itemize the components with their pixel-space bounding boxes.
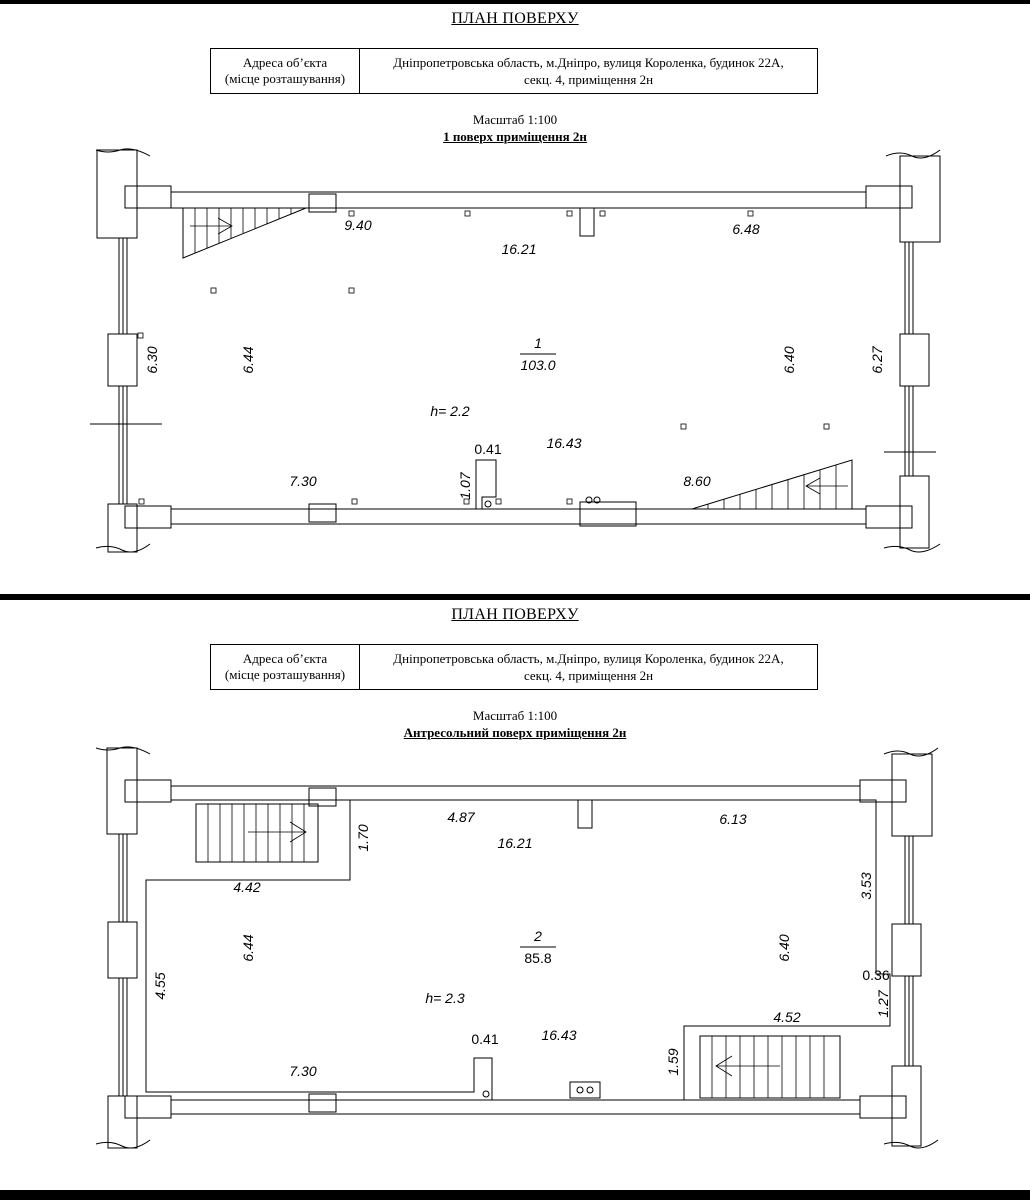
room-area: 103.0: [520, 357, 555, 373]
dim-right-inner: 6.40: [776, 934, 792, 961]
dim-bottom-total: 16.43: [546, 435, 581, 451]
address-value-line-2: секц. 4, приміщення 2н: [523, 72, 654, 87]
left-pier: [107, 921, 138, 979]
dim-right-outer: 6.27: [869, 345, 885, 373]
left-wall-upper: [106, 747, 138, 835]
break-line: [95, 1139, 151, 1149]
dim-top-right: 6.48: [732, 221, 759, 237]
address-label-line-2: (місце розташування): [224, 667, 346, 682]
dim-top-total: 16.21: [501, 241, 536, 257]
right-wall-upper: [891, 753, 933, 837]
column-top-right: [865, 185, 913, 209]
right-pier: [891, 923, 922, 977]
dim-right-lower: 1.27: [875, 989, 891, 1017]
left-pier: [107, 333, 138, 387]
room-number: 2: [533, 928, 542, 944]
wall-stub: [579, 207, 595, 237]
room-height: h= 2.2: [430, 403, 470, 419]
column-bottom-center: [569, 1081, 601, 1099]
room-area: 85.8: [524, 950, 551, 966]
column-top-mid: [308, 193, 337, 213]
dim-left-outer: 4.55: [152, 972, 168, 999]
sheet-title: ПЛАН ПОВЕРХУ: [451, 10, 579, 27]
dim-niche-height: 1.07: [457, 471, 473, 499]
stair-right: [699, 1035, 841, 1099]
floor-plan-drawing: 1 103.0 h= 2.2 9.40 16.21 6.48 6.30 6.44…: [90, 148, 941, 553]
dim-bottom-left: 7.30: [289, 473, 316, 489]
right-wall-lower: [899, 475, 930, 549]
address-value-line-1: Дніпропетровська область, м.Дніпро, вули…: [393, 651, 784, 666]
dim-left-outer: 6.30: [144, 346, 160, 373]
mezzanine-edge: [145, 799, 493, 1100]
break-line: [883, 543, 941, 553]
sheet-title: ПЛАН ПОВЕРХУ: [451, 606, 579, 623]
address-label: Адреса об’єкта (місце розташування): [211, 645, 360, 689]
address-label-line-1: Адреса об’єкта: [242, 651, 328, 666]
dim-niche-width: 0.41: [471, 1031, 498, 1047]
mezzanine-edge-right: [683, 799, 891, 1100]
wall-stub: [577, 799, 593, 829]
right-pier: [899, 333, 930, 387]
dim-bottom-right: 8.60: [683, 473, 710, 489]
dim-bottom-total: 16.43: [541, 1027, 576, 1043]
dim-top-left: 9.40: [344, 217, 371, 233]
address-table: Адреса об’єкта (місце розташування) Дніп…: [210, 48, 818, 94]
right-wall-lower: [891, 1065, 922, 1147]
dim-right-step: 0.36: [862, 967, 889, 983]
address-label-line-2: (місце розташування): [224, 71, 346, 86]
column-bottom-mid: [308, 1093, 337, 1113]
dim-stair2-height: 1.59: [665, 1048, 681, 1075]
floor-plan-drawing: 2 85.8 h= 2.3 4.87 16.21 6.13 1.70 4.42 …: [95, 746, 939, 1149]
floor-name: 1 поверх приміщення 2н: [443, 129, 587, 144]
dim-left-inner: 6.44: [240, 934, 256, 961]
scale-label: Масштаб 1:100: [472, 708, 558, 723]
left-wall-upper: [96, 149, 138, 239]
niche: [475, 459, 497, 509]
break-line: [885, 149, 941, 159]
dim-bottom-left: 7.30: [289, 1063, 316, 1079]
column-bottom-left: [124, 1095, 172, 1119]
dim-stair-width: 4.42: [233, 879, 260, 895]
column-bottom-mid: [308, 503, 337, 523]
break-line: [95, 543, 151, 553]
room-number: 1: [534, 335, 542, 351]
dim-right-upper: 3.53: [858, 872, 874, 899]
scale-label: Масштаб 1:100: [472, 112, 558, 127]
address-value-line-1: Дніпропетровська область, м.Дніпро, вули…: [393, 55, 784, 70]
dim-niche-width: 0.41: [474, 441, 501, 457]
stair-left: [182, 207, 307, 259]
column-bottom-center: [579, 501, 637, 527]
column-top-left: [124, 779, 172, 803]
column-top-mid: [308, 787, 337, 807]
dim-right-inner: 6.40: [781, 346, 797, 373]
dim-stair2-width: 4.52: [773, 1009, 800, 1025]
right-wall-upper: [899, 155, 941, 243]
address-value: Дніпропетровська область, м.Дніпро, вули…: [360, 49, 817, 93]
dim-top-total: 16.21: [497, 835, 532, 851]
column-bottom-right: [865, 505, 913, 529]
left-wall-lower: [107, 1095, 138, 1149]
stair-left: [195, 803, 319, 863]
column-bottom-left: [124, 505, 172, 529]
address-label-line-1: Адреса об’єкта: [242, 55, 328, 70]
room-height: h= 2.3: [425, 990, 465, 1006]
floor-plan-sheet-2: ПЛАН ПОВЕРХУ Адреса об’єкта (місце розта…: [0, 600, 1030, 1190]
dim-top-left: 4.87: [447, 809, 475, 825]
column-top-right: [859, 779, 907, 803]
column-bottom-right: [859, 1095, 907, 1119]
address-value-line-2: секц. 4, приміщення 2н: [523, 668, 654, 683]
floor-name: Антресольний поверх приміщення 2н: [403, 725, 627, 740]
address-label: Адреса об’єкта (місце розташування): [211, 49, 360, 93]
column-top-left: [124, 185, 172, 209]
floor-plan-sheet-1: ПЛАН ПОВЕРХУ Адреса об’єкта (місце розта…: [0, 4, 1030, 594]
address-value: Дніпропетровська область, м.Дніпро, вули…: [360, 645, 817, 689]
dim-top-right: 6.13: [719, 811, 746, 827]
dim-left-inner: 6.44: [240, 346, 256, 373]
address-table: Адреса об’єкта (місце розташування) Дніп…: [210, 644, 818, 690]
dim-stair-height: 1.70: [355, 824, 371, 851]
